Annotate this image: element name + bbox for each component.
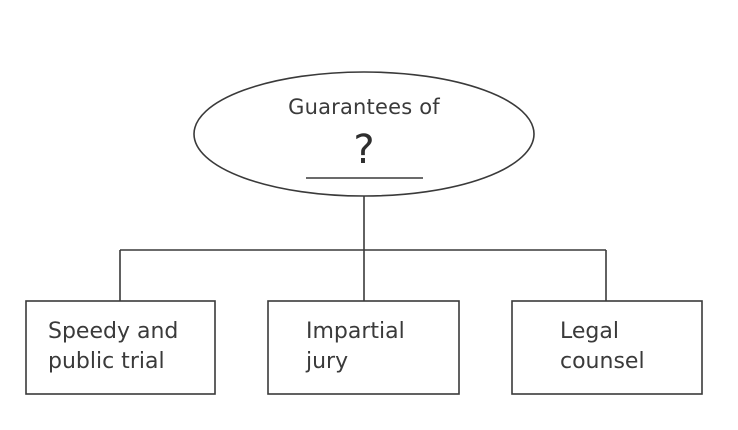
child-label-2: Impartial jury <box>306 317 405 377</box>
child-label-3-line2: counsel <box>560 349 645 374</box>
child-box-2 <box>267 300 460 395</box>
child-label-1: Speedy and public trial <box>48 317 178 377</box>
child-label-2-line2: jury <box>306 349 349 374</box>
root-title: Guarantees of <box>288 95 440 119</box>
child-label-1-line2: public trial <box>48 349 165 374</box>
child-label-1-line1: Speedy and <box>48 319 179 344</box>
child-label-3-line1: Legal <box>560 319 619 344</box>
root-blank: ? <box>353 127 375 173</box>
child-box-1 <box>25 300 216 395</box>
child-label-2-line1: Impartial <box>306 319 405 344</box>
child-box-3 <box>511 300 703 395</box>
child-label-3: Legal counsel <box>560 317 645 377</box>
